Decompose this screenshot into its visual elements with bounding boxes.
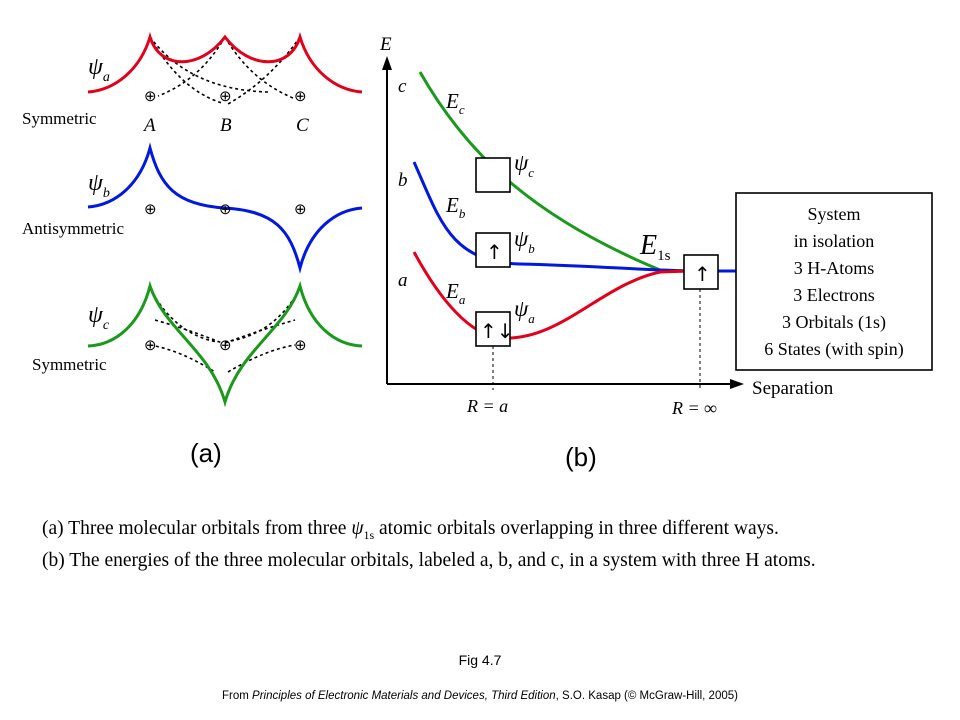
dashed-atomic-orbitals-c <box>149 287 301 373</box>
nucleus-B3: ⊕ <box>219 338 232 354</box>
separation-axis-label: Separation <box>752 378 834 399</box>
electron-spin-a: ↑↓ <box>480 319 514 343</box>
symmetry-label-a: Symmetric <box>22 109 97 128</box>
level-letter-c: c <box>398 76 407 97</box>
psi-label-b: ψb <box>88 170 110 201</box>
energy-axis-label: E <box>379 34 392 55</box>
isolation-line-4: 3 Electrons <box>793 285 874 305</box>
wavefunction-curve-a <box>87 31 363 94</box>
caption-line-a: (a) Three molecular orbitals from three … <box>42 518 779 542</box>
nucleus-C2: ⊕ <box>294 202 307 218</box>
nucleus-A2: ⊕ <box>144 202 157 218</box>
panel-a: ψa Symmetric ⊕ ⊕ ⊕ A B C ψb Antisymmetri… <box>22 31 363 468</box>
energy-label-a: Ea <box>445 279 466 307</box>
state-box-c <box>475 157 511 193</box>
figure-number: Fig 4.7 <box>458 652 502 668</box>
isolation-line-6: 6 States (with spin) <box>764 339 904 360</box>
level-letter-a: a <box>398 270 408 291</box>
nucleus-C3: ⊕ <box>294 338 307 354</box>
level-letter-b: b <box>398 170 408 191</box>
energy-curve-c <box>418 71 691 273</box>
atom-label-A: A <box>142 115 156 136</box>
nucleus-A1: ⊕ <box>144 89 157 105</box>
isolation-line-3: 3 H-Atoms <box>794 258 875 278</box>
energy-curve-b <box>412 161 691 273</box>
nucleus-A3: ⊕ <box>144 338 157 354</box>
isolation-line-5: 3 Orbitals (1s) <box>782 312 886 333</box>
dashed-atomic-orbitals-a <box>149 36 301 105</box>
nucleus-B2: ⊕ <box>219 202 232 218</box>
nucleus-C1: ⊕ <box>294 89 307 105</box>
psi-level-a: ψa <box>514 296 535 326</box>
energy-axis-arrow <box>382 56 392 70</box>
r-equals-a-label: R = a <box>466 396 508 416</box>
orbital-row-a: ψa Symmetric ⊕ ⊕ ⊕ A B C <box>22 31 363 136</box>
state-box-a <box>475 311 511 347</box>
panel-b-label: (b) <box>565 442 597 472</box>
source-citation: From Principles of Electronic Materials … <box>222 690 738 702</box>
panel-b: E Separation c b a Ec Eb Ea ↑ ↑↓ ↑ ψc ψb… <box>379 34 933 472</box>
psi-level-b: ψb <box>514 226 535 256</box>
isolation-box <box>735 192 933 371</box>
nucleus-B1: ⊕ <box>219 89 232 105</box>
energy-label-b: Eb <box>445 193 466 221</box>
symmetry-label-c: Symmetric <box>32 355 107 374</box>
energy-label-c: Ec <box>445 89 465 117</box>
orbital-row-b: ψb Antisymmetric ⊕ ⊕ ⊕ <box>22 142 363 274</box>
wavefunction-curve-b <box>87 142 363 274</box>
caption-line-b: (b) The energies of the three molecular … <box>42 549 816 571</box>
atom-label-C: C <box>296 115 309 136</box>
state-box-e1s <box>683 254 719 290</box>
symmetry-label-b: Antisymmetric <box>22 219 124 238</box>
r-equals-inf-label: R = ∞ <box>671 398 717 418</box>
psi-level-c: ψc <box>514 150 534 180</box>
orbital-row-c: ψc Symmetric ⊕ ⊕ ⊕ <box>32 280 363 408</box>
isolation-line-2: in isolation <box>794 231 875 251</box>
separation-axis-arrow <box>730 379 744 389</box>
psi-label-c: ψc <box>88 302 110 333</box>
state-box-b <box>475 232 511 268</box>
figure-caption: (a) Three molecular orbitals from three … <box>42 516 942 573</box>
e1s-label: E1s <box>639 230 671 264</box>
panel-a-label: (a) <box>190 438 222 468</box>
isolation-box-text: System in isolation 3 H-Atoms 3 Electron… <box>764 204 904 360</box>
wavefunction-curve-c <box>87 280 363 408</box>
psi-label-a: ψa <box>88 54 110 85</box>
atom-label-B: B <box>220 115 232 136</box>
isolation-line-1: System <box>807 204 860 224</box>
electron-spin-b: ↑ <box>486 240 503 264</box>
electron-spin-e1s: ↑ <box>694 262 711 286</box>
